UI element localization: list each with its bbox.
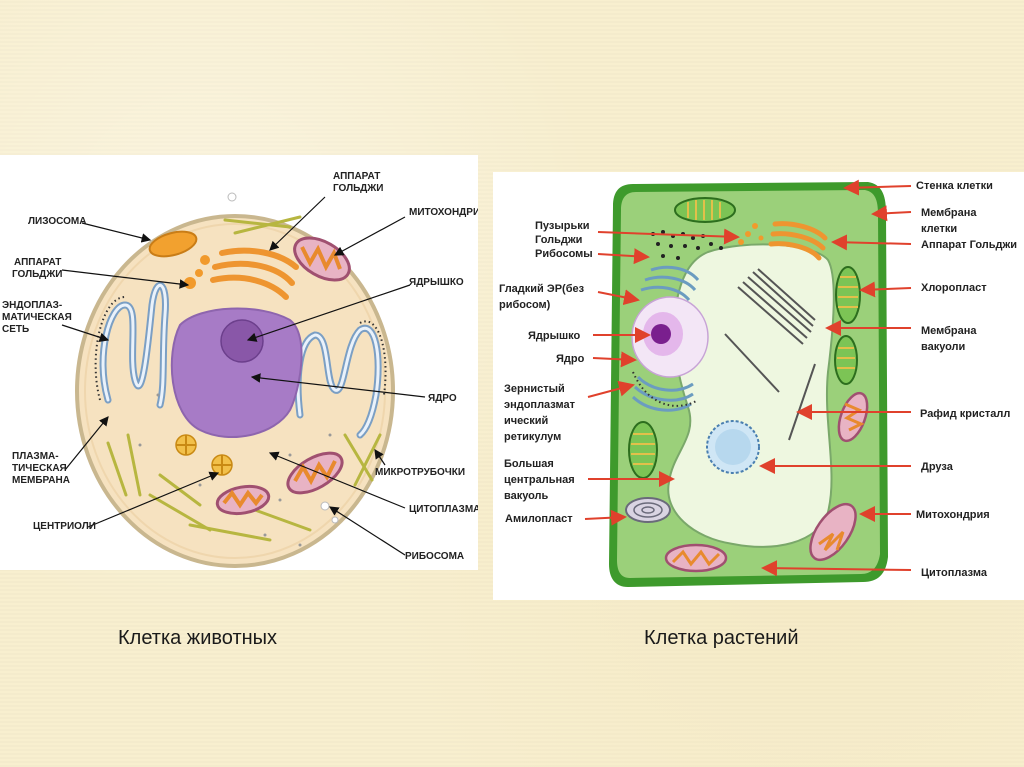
animal-label-nucleolus: ЯДРЫШКО — [409, 277, 464, 288]
plant-label-cell-membrane-1: Мембрана — [921, 207, 977, 219]
plant-label-amyloplast: Амилопласт — [505, 513, 573, 525]
plant-golgi-vesicles — [738, 223, 764, 245]
plant-label-nucleolus: Ядрышко — [528, 330, 581, 342]
plant-golgi — [768, 221, 828, 261]
animal-label-golgi-top-2: ГОЛЬДЖИ — [333, 183, 384, 194]
plant-mitochondrion-3 — [664, 543, 728, 573]
animal-label-lysosome: ЛИЗОСОМА — [28, 216, 86, 227]
plant-label-cell-wall: Стенка клетки — [916, 180, 993, 192]
plant-cell-panel: Пузырьки Гольджи Рибосомы Гладкий ЭР(без… — [493, 172, 1024, 600]
plant-label-cytoplasm: Цитоплазма — [921, 567, 988, 579]
animal-nucleolus — [220, 319, 264, 363]
animal-golgi — [210, 247, 299, 300]
animal-mitochondrion-3 — [215, 484, 271, 516]
plant-cell-diagram: Пузырьки Гольджи Рибосомы Гладкий ЭР(без… — [499, 179, 1017, 587]
plant-rough-er — [631, 375, 694, 412]
animal-nucleus — [170, 307, 303, 438]
plant-chloroplast-left — [628, 421, 658, 479]
animal-label-golgi-left: АППАРАТ — [14, 257, 61, 268]
plant-nucleolus — [651, 324, 671, 344]
animal-cell-caption: Клетка животных — [118, 627, 278, 649]
animal-mitochondrion-2 — [286, 451, 344, 495]
plant-label-chloroplast: Хлоропласт — [921, 282, 987, 294]
plant-mitochondrion-2 — [809, 502, 857, 562]
plant-chloroplast-top — [674, 197, 736, 223]
animal-cell-diagram: АППАРАТ ГОЛЬДЖИ ЛИЗОСОМА МИТОХОНДРИЯ АПП… — [2, 171, 487, 568]
animal-cell-panel: АППАРАТ ГОЛЬДЖИ ЛИЗОСОМА МИТОХОНДРИЯ АПП… — [0, 155, 487, 570]
plant-label-smooth-er-1: Гладкий ЭР(без — [499, 283, 585, 295]
plant-label-golgi-vesicles-1: Пузырьки — [535, 220, 590, 232]
animal-label-mitochondrion: МИТОХОНДРИЯ — [409, 207, 478, 218]
plant-label-rough-er-1: Зернистый — [504, 383, 565, 395]
plant-label-rough-er-3: ический — [504, 415, 548, 427]
plant-label-vacuole-2: центральная — [504, 474, 575, 486]
plant-label-ribosomes: Рибосомы — [535, 248, 593, 260]
animal-label-er-1: ЭНДОПЛАЗ- — [2, 300, 62, 311]
animal-label-golgi-left-2: ГОЛЬДЖИ — [12, 269, 63, 280]
animal-lysosome — [148, 230, 198, 258]
plant-label-druse: Друза — [921, 461, 954, 473]
animal-label-er-3: СЕТЬ — [2, 324, 29, 335]
plant-raphide-crystals — [724, 268, 816, 441]
plant-label-golgi-vesicles-2: Гольджи — [535, 234, 582, 246]
plant-label-vacuole-membrane-1: Мембрана — [921, 325, 977, 337]
animal-label-nucleus: ЯДРО — [428, 393, 457, 404]
plant-smooth-er — [640, 265, 700, 302]
animal-label-ribosome: РИБОСОМА — [405, 551, 464, 562]
plant-label-nucleus: Ядро — [556, 353, 585, 365]
plant-label-golgi: Аппарат Гольджи — [921, 239, 1017, 251]
plant-label-rough-er-4: ретикулум — [504, 431, 561, 443]
animal-label-membrane-3: МЕМБРАНА — [12, 475, 70, 486]
animal-label-membrane-2: ТИЧЕСКАЯ — [12, 463, 67, 474]
plant-label-vacuole-1: Большая — [504, 458, 554, 470]
plant-cell-caption: Клетка растений — [644, 627, 799, 649]
microtubules — [106, 215, 382, 542]
animal-label-microtubules: МИКРОТРУБОЧКИ — [375, 467, 465, 478]
animal-label-cytoplasm: ЦИТОПЛАЗМА — [409, 504, 478, 515]
animal-label-golgi-top: АППАРАТ — [333, 171, 380, 182]
plant-amyloplast — [625, 497, 671, 523]
animal-label-centrioles: ЦЕНТРИОЛИ — [33, 521, 96, 532]
plant-label-cell-membrane-2: клетки — [921, 223, 957, 235]
plant-druse — [706, 420, 760, 474]
plant-label-mitochondrion: Митохондрия — [916, 509, 990, 521]
plant-label-smooth-er-2: рибосом) — [499, 299, 551, 311]
plant-label-raphide: Рафид кристалл — [920, 408, 1010, 420]
plant-chloroplast-right — [835, 266, 861, 324]
plant-label-vacuole-3: вакуоль — [504, 490, 549, 502]
animal-label-membrane-1: ПЛАЗМА- — [12, 451, 59, 462]
plant-chloroplast-right-2 — [834, 335, 858, 385]
plant-label-vacuole-membrane-2: вакуоли — [921, 341, 965, 353]
plant-label-rough-er-2: эндоплазмат — [504, 399, 576, 411]
animal-label-er-2: МАТИЧЕСКАЯ — [2, 312, 72, 323]
